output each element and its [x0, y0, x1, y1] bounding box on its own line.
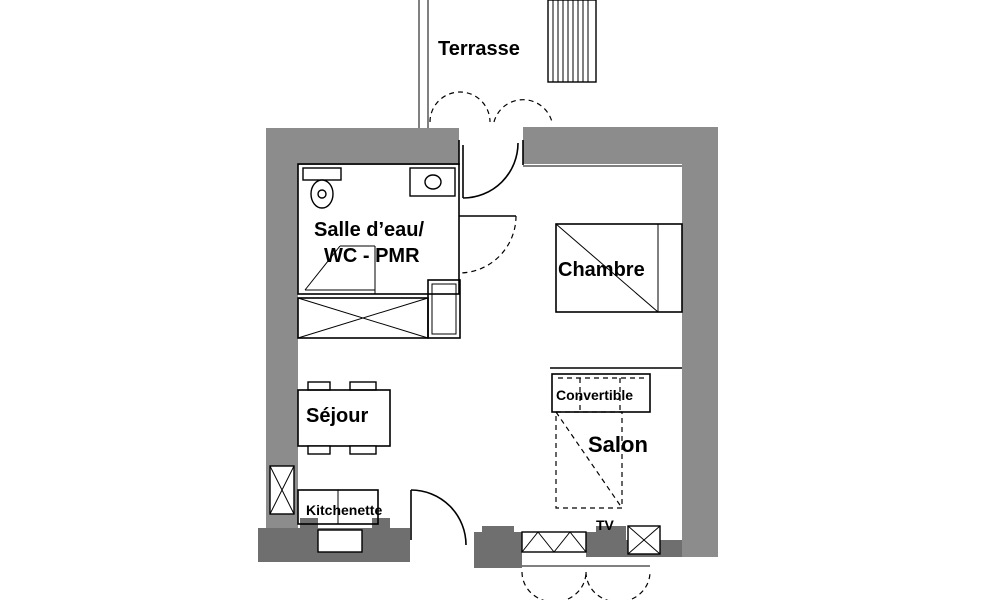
- entrance-door: [410, 489, 467, 546]
- wardrobe: [297, 279, 461, 339]
- bed: [555, 223, 683, 313]
- label-chambre: Chambre: [558, 259, 645, 281]
- label-sejour: Séjour: [306, 405, 368, 427]
- sink-icon: [409, 167, 456, 197]
- label-salle-eau-line1: Salle d’eau/: [314, 219, 424, 241]
- terrace-area: [418, 0, 597, 128]
- terrace-stairs: [547, 0, 597, 83]
- dining-table: [297, 381, 391, 455]
- left-window: [269, 465, 295, 515]
- toilet-icon: [302, 167, 342, 209]
- bottom-window: [521, 531, 651, 600]
- interior-door-terrace: [462, 142, 519, 199]
- convertible-sofa: [551, 373, 651, 509]
- exterior-walls: [258, 127, 718, 568]
- bathroom: [297, 163, 517, 295]
- label-convertible: Convertible: [556, 387, 633, 403]
- label-kitchenette: Kitchenette: [306, 502, 382, 518]
- kitchenette-counter: [297, 489, 379, 553]
- label-terrasse: Terrasse: [438, 38, 520, 60]
- bathroom-door: [458, 215, 517, 274]
- shower-area: [304, 245, 376, 294]
- label-tv: TV: [596, 517, 615, 533]
- label-salle-eau-line2: WC - PMR: [324, 245, 420, 267]
- label-salon: Salon: [588, 432, 648, 457]
- right-window: [627, 525, 661, 555]
- terrace-double-door: [429, 91, 553, 165]
